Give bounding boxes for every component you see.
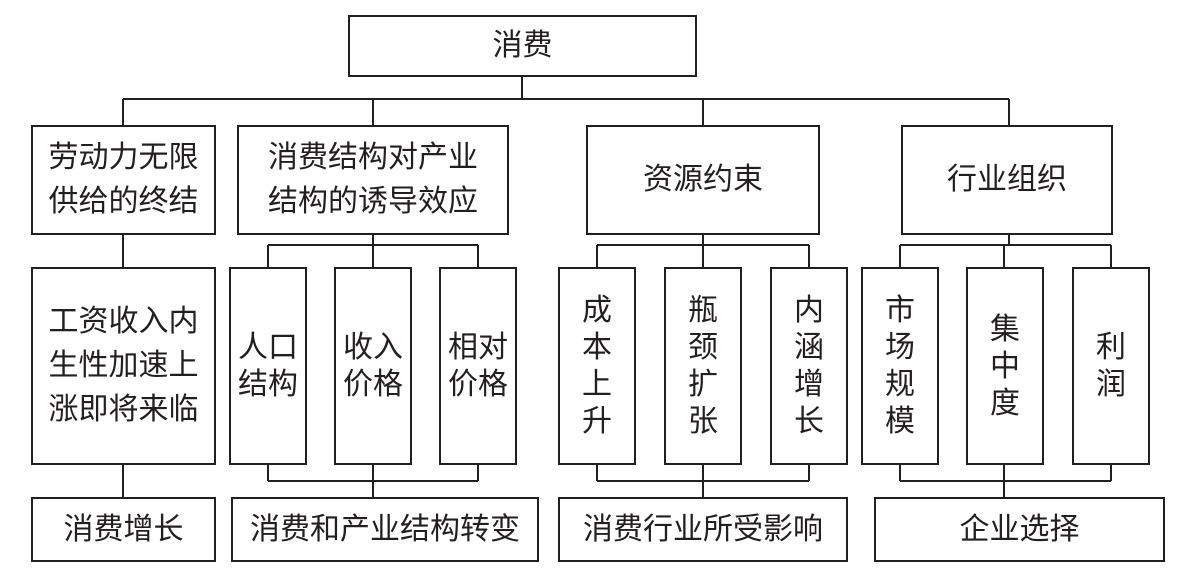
branch-3-result: 消费行业所受影响 xyxy=(558,497,848,562)
branch-1-title: 劳动力无限 供给的终结 xyxy=(31,125,216,235)
branch-4-sub-2: 集中度 xyxy=(966,267,1044,465)
branch-4-sub-3: 利润 xyxy=(1072,267,1150,465)
branch-2-sub-2-label: 收入价格 xyxy=(343,330,403,402)
branch-4-title: 行业组织 xyxy=(901,125,1113,235)
branch-4-result: 企业选择 xyxy=(874,497,1165,562)
branch-3-sub-1: 成本上升 xyxy=(558,267,636,465)
branch-4-sub-2-label: 集中度 xyxy=(990,311,1020,421)
branch-3-sub-2-label: 瓶颈扩张 xyxy=(688,293,718,439)
branch-3-title: 资源约束 xyxy=(586,125,820,235)
branch-3-sub-2: 瓶颈扩张 xyxy=(664,267,742,465)
branch-2-sub-1-label: 人口结构 xyxy=(238,330,298,402)
branch-3-sub-1-label: 成本上升 xyxy=(582,293,612,439)
branch-3-sub-3-label: 内涵增长 xyxy=(794,293,824,439)
branch-4-sub-1-label: 市场规模 xyxy=(885,293,915,439)
branch-2-result: 消费和产业结构转变 xyxy=(231,497,539,562)
branch-2-sub-3: 相对价格 xyxy=(439,267,517,465)
branch-2-title: 消费结构对产业 结构的诱导效应 xyxy=(237,125,509,235)
root-node: 消费 xyxy=(348,15,697,77)
branch-2-sub-2: 收入价格 xyxy=(334,267,412,465)
branch-1-sub-1: 工资收入内 生性加速上 涨即将来临 xyxy=(31,267,216,465)
branch-1-result: 消费增长 xyxy=(31,497,216,562)
branch-4-sub-1: 市场规模 xyxy=(861,267,939,465)
branch-2-sub-3-label: 相对价格 xyxy=(448,330,508,402)
branch-4-sub-3-label: 利润 xyxy=(1096,330,1126,402)
branch-3-sub-3: 内涵增长 xyxy=(770,267,848,465)
branch-2-sub-1: 人口结构 xyxy=(229,267,307,465)
